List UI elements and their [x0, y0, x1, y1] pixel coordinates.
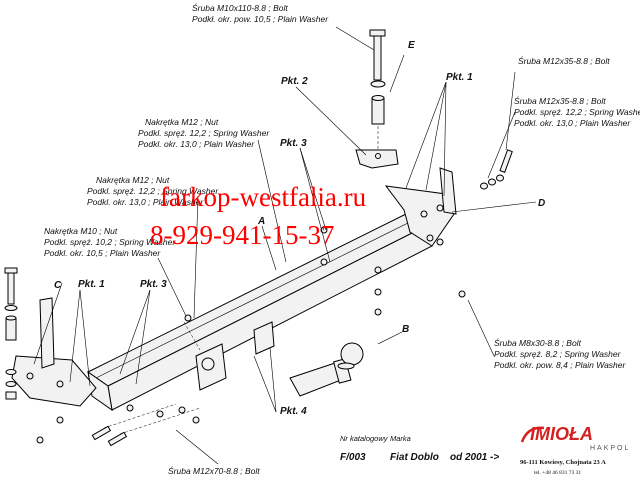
pkt3-top-label: Pkt. 3	[280, 138, 307, 149]
pkt2-label: Pkt. 2	[281, 76, 308, 87]
label-spring-washer-12-2: Podkl. spręż. 12,2 ; Spring Washer	[514, 107, 640, 117]
point-labels: Pkt. 1 Pkt. 2 Pkt. 3 Pkt. 1 Pkt. 3 Pkt. …	[78, 72, 473, 417]
pkt1-left-label: Pkt. 1	[78, 279, 105, 290]
label-bolt-m10x110: Śruba M10x110-8.8 ; Bolt	[192, 2, 288, 13]
label-bolt-m8x30: Śruba M8x30-8.8 ; Bolt	[494, 337, 582, 348]
label-nut-m12-b-plain: Podkl. okr. 13,0 ; Plain Washer	[87, 197, 204, 207]
label-nut-m12-b: Nakrętka M12 ; Nut	[96, 175, 170, 185]
logo-name: IMIOŁA	[530, 424, 593, 444]
label-nut-m10: Nakrętka M10 ; Nut	[44, 226, 118, 236]
watermark: farkop-westfalia.ru 8-929-941-15-37	[150, 182, 367, 250]
label-bolt-m12x35: Śruba M12x35-8.8 ; Bolt	[514, 95, 606, 106]
label-plain-washer-13: Podkl. okr. 13,0 ; Plain Washer	[514, 118, 631, 128]
pkt3-left-label: Pkt. 3	[140, 279, 167, 290]
model-year: od 2001 ->	[450, 452, 499, 463]
vehicle-model: Fiat Doblo	[390, 452, 439, 463]
letter-d: D	[538, 198, 545, 209]
fastener-set	[36, 226, 466, 447]
footer-info: Nr katalogowy Marka F/003 Fiat Doblo od …	[340, 434, 499, 463]
letter-a: A	[257, 216, 265, 227]
pkt1-top-label: Pkt. 1	[446, 72, 473, 83]
letter-c: C	[54, 280, 62, 291]
catalog-number-label: Nr katalogowy	[340, 434, 389, 443]
label-nut-m12-b-spring: Podkl. spręż. 12,2 ; Spring Washer	[87, 186, 219, 196]
right-bolts-m12x35	[480, 149, 513, 190]
letter-e: E	[408, 40, 415, 51]
watermark-phone: 8-929-941-15-37	[150, 220, 334, 250]
label-nut-m12-a-plain: Podkl. okr. 13,0 ; Plain Washer	[138, 139, 255, 149]
label-spring-washer-8-2: Podkl. spręż. 8,2 ; Spring Washer	[494, 349, 622, 359]
label-plain-washer-10-5: Podkl. okr. 10,5 ; Plain Washer	[44, 248, 161, 258]
brand-label: Marka	[390, 434, 411, 443]
main-beam-a	[87, 211, 433, 412]
logo-sub: HAKPOL	[590, 445, 630, 452]
label-plain-washer-8-4: Podkl. okr. pow. 8,4 ; Plain Washer	[494, 360, 627, 370]
logo-hook-icon	[520, 426, 545, 443]
left-bracket-c	[11, 297, 97, 407]
letter-b: B	[402, 324, 409, 335]
company-address: 96-111 Kowiesy, Chojnata 23 A	[520, 459, 606, 466]
bolt-m10x110	[369, 29, 386, 150]
label-nut-m12-a: Nakrętka M12 ; Nut	[145, 117, 219, 127]
label-spring-washer-10-2: Podkl. spręż. 10,2 ; Spring Washer	[44, 237, 176, 247]
label-washer-10-5: Podkł. okr. pow. 10,5 ; Plain Washer	[192, 14, 329, 24]
pkt4-label: Pkt. 4	[280, 406, 307, 417]
part-letters: A B C D E	[54, 40, 545, 335]
watermark-site: farkop-westfalia.ru	[160, 182, 367, 212]
left-bolt-stack	[4, 267, 18, 400]
label-bolt-m12x35-top: Śruba M12x35-8.8 ; Bolt	[518, 55, 610, 66]
label-nut-m12-a-spring: Podkl. spręż. 12,2 ; Spring Washer	[138, 128, 270, 138]
socket-plate	[195, 321, 275, 391]
catalog-number: F/003	[340, 452, 366, 463]
imiola-logo: IMIOŁA HAKPOL 96-111 Kowiesy, Chojnata 2…	[520, 424, 630, 476]
upper-bracket-e	[355, 149, 399, 169]
company-phone: tel. +48 46 831 73 31	[534, 470, 581, 476]
tow-ball-b	[289, 342, 364, 397]
part-labels: Śruba M10x110-8.8 ; Bolt Podkł. okr. pow…	[44, 2, 640, 476]
leader-lines	[33, 26, 537, 465]
label-bolt-m12x70: Śruba M12x70-8.8 ; Bolt	[168, 465, 260, 476]
